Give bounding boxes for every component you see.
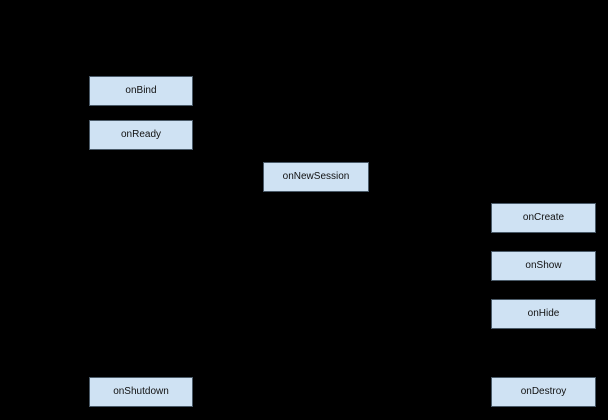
node-ondestroy: onDestroy <box>491 377 596 407</box>
node-oncreate: onCreate <box>491 203 596 233</box>
node-onshutdown: onShutdown <box>89 377 193 407</box>
node-onnewsession: onNewSession <box>263 162 369 192</box>
node-onbind: onBind <box>89 76 193 106</box>
node-onhide: onHide <box>491 299 596 329</box>
node-onready: onReady <box>89 120 193 150</box>
node-onshow: onShow <box>491 251 596 281</box>
